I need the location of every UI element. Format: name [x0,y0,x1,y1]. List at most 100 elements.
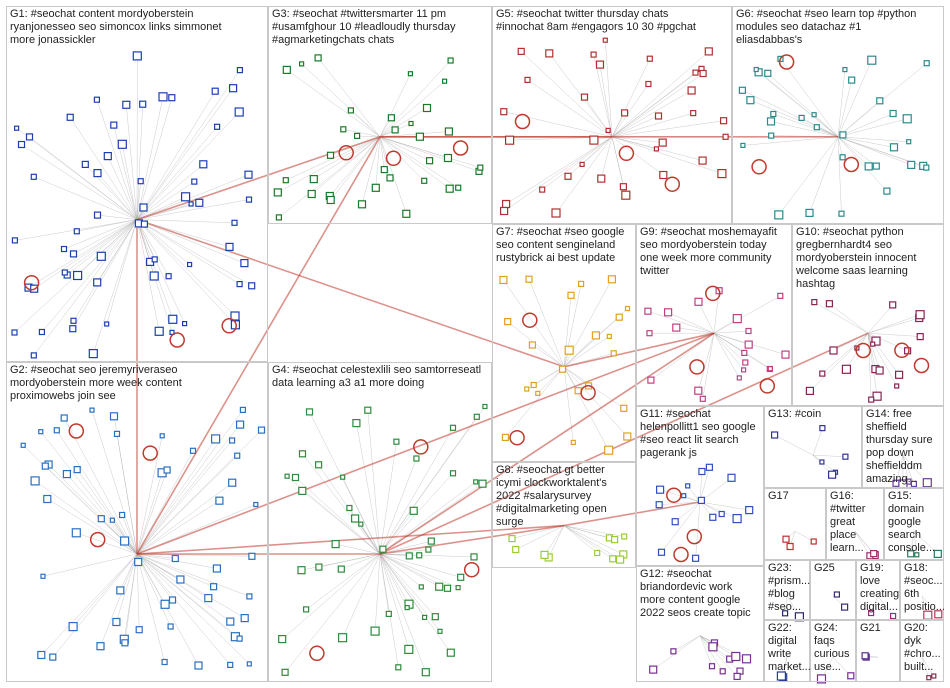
group-label-g8: G8: #seochat gt better icymi clockworkta… [496,464,607,528]
edge [136,219,169,277]
edge [301,553,381,571]
self-loop [463,561,480,578]
group-label-g13: G13: #coin [768,408,822,420]
edge [107,156,138,220]
node-g5 [579,161,585,167]
node-g2 [109,517,116,523]
node-g12 [733,672,741,681]
node-g10 [871,336,881,346]
edge [106,219,138,325]
node-g2 [37,650,46,660]
group-box-g11: G11: #seochat helenpollitt1 seo google #… [636,406,764,566]
node-g6 [764,69,772,77]
group-box-g10: G10: #seochat python gregbernhardt4 seo … [792,224,944,406]
node-g6 [906,139,912,145]
node-g1 [187,261,193,268]
node-g1 [245,196,253,203]
node-g5 [590,51,597,58]
edge [286,69,381,138]
node-g1 [199,160,208,169]
edge [101,219,138,257]
node-g1 [181,192,191,202]
edge [122,144,138,220]
node-g2 [116,586,125,595]
node-g1 [61,269,68,276]
node-g12 [649,665,658,674]
node-g4 [457,573,465,581]
node-g2 [176,575,185,584]
node-g3 [407,71,413,77]
node-g11 [671,518,679,526]
node-g5 [517,47,525,56]
edge [136,219,252,286]
node-g6 [738,86,747,94]
node-g5 [719,117,728,125]
inter-group-edge [379,524,565,555]
edge [56,430,138,555]
node-g9 [744,340,753,349]
edge [34,219,138,289]
node-g2 [89,407,95,413]
group-box-g15: G15: domain google search console... [884,488,944,560]
node-g13 [770,431,779,439]
edge [794,530,814,542]
node-g1 [165,273,172,280]
node-g13 [842,453,849,460]
edge [124,553,138,643]
node-g1 [96,251,106,261]
node-g4 [337,565,345,573]
node-g2 [248,552,256,560]
node-g2 [189,447,197,454]
edge [699,467,710,503]
edge [563,295,572,367]
edge [136,91,216,220]
edge [837,113,894,138]
node-g3 [477,164,484,171]
edge [563,317,620,367]
node-g4 [315,563,323,571]
node-g25 [833,591,841,598]
node-g2 [212,564,221,573]
self-loop [509,429,525,446]
edge [136,219,245,264]
node-g1 [72,270,83,281]
node-g11 [691,554,700,562]
edge [282,553,381,640]
node-g10 [872,391,882,401]
node-g2 [118,511,126,519]
edge [136,181,141,220]
node-g2 [53,427,60,434]
edge [72,553,138,627]
edge [548,525,565,558]
edge [97,172,138,220]
edge [563,366,574,443]
node-g4 [470,553,478,561]
node-g10 [841,364,852,374]
node-g9 [647,376,655,384]
edge [611,73,704,138]
node-g2 [228,478,237,487]
edge [136,553,250,665]
edge [867,304,893,334]
node-g8 [615,555,625,564]
node-g11 [727,473,736,482]
node-g16 [870,549,878,558]
node-g2 [163,466,171,474]
node-g4 [404,644,414,655]
node-g6 [770,110,777,118]
edge [136,96,164,220]
edge [329,136,381,197]
self-loop [855,342,871,359]
node-g1 [182,321,188,327]
edge [42,553,138,577]
node-g14 [922,478,932,488]
node-g8 [621,533,628,540]
edge [379,441,397,555]
group-box-g24: G24: faqs curious use... [810,620,856,682]
edge [136,219,236,326]
edge [63,219,138,250]
edge [809,333,869,392]
node-g9 [694,386,703,395]
node-g4 [331,539,340,549]
node-g5 [692,69,699,76]
